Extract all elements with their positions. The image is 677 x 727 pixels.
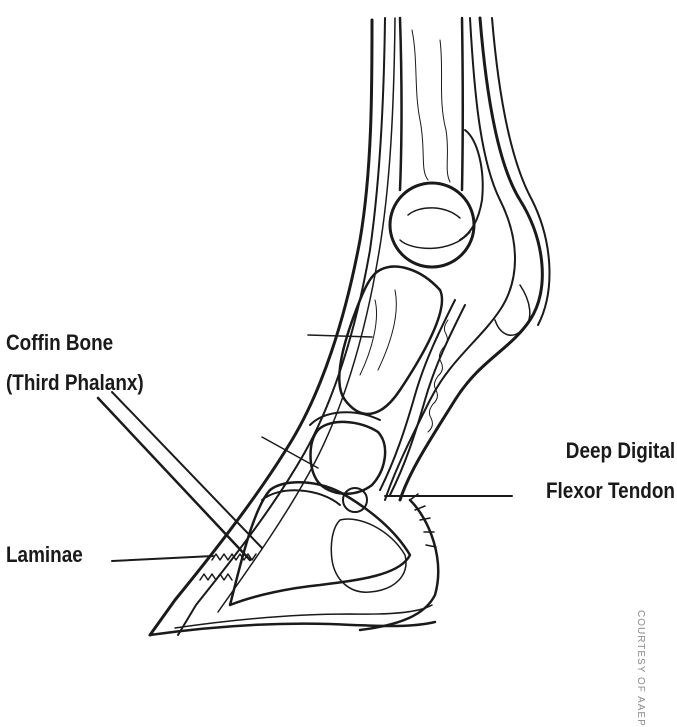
back-skin xyxy=(400,18,542,500)
coffin-bone-label-line2: (Third Phalanx) xyxy=(6,370,144,396)
fetlock-cartilage xyxy=(400,208,470,249)
image-credit: COURTESY OF AAEP xyxy=(635,610,646,727)
laminae-label: Laminae xyxy=(6,542,83,568)
laminae-2 xyxy=(200,574,232,580)
coffin-bone-label-line1: Coffin Bone xyxy=(6,330,113,356)
fetlock-joint xyxy=(390,183,474,267)
cannon-bone-back xyxy=(462,18,463,190)
deep-digital-label-line1: Deep Digital xyxy=(566,438,675,464)
front-hoof-wall xyxy=(150,20,372,635)
front-hoof-wall-inner xyxy=(178,18,385,635)
deep-digital-label-line2: Flexor Tendon xyxy=(546,478,675,504)
leader-coffin-bone xyxy=(98,398,250,560)
hoof-anatomy-illustration xyxy=(0,0,677,637)
digital-cushion xyxy=(331,519,406,592)
pastern-inner xyxy=(360,290,396,375)
leader-laminae xyxy=(112,556,213,561)
cannon-marrow xyxy=(412,30,450,182)
leader-coffin-bone-2 xyxy=(112,392,262,548)
short-pastern xyxy=(311,422,386,494)
cannon-bone-front xyxy=(400,18,402,190)
